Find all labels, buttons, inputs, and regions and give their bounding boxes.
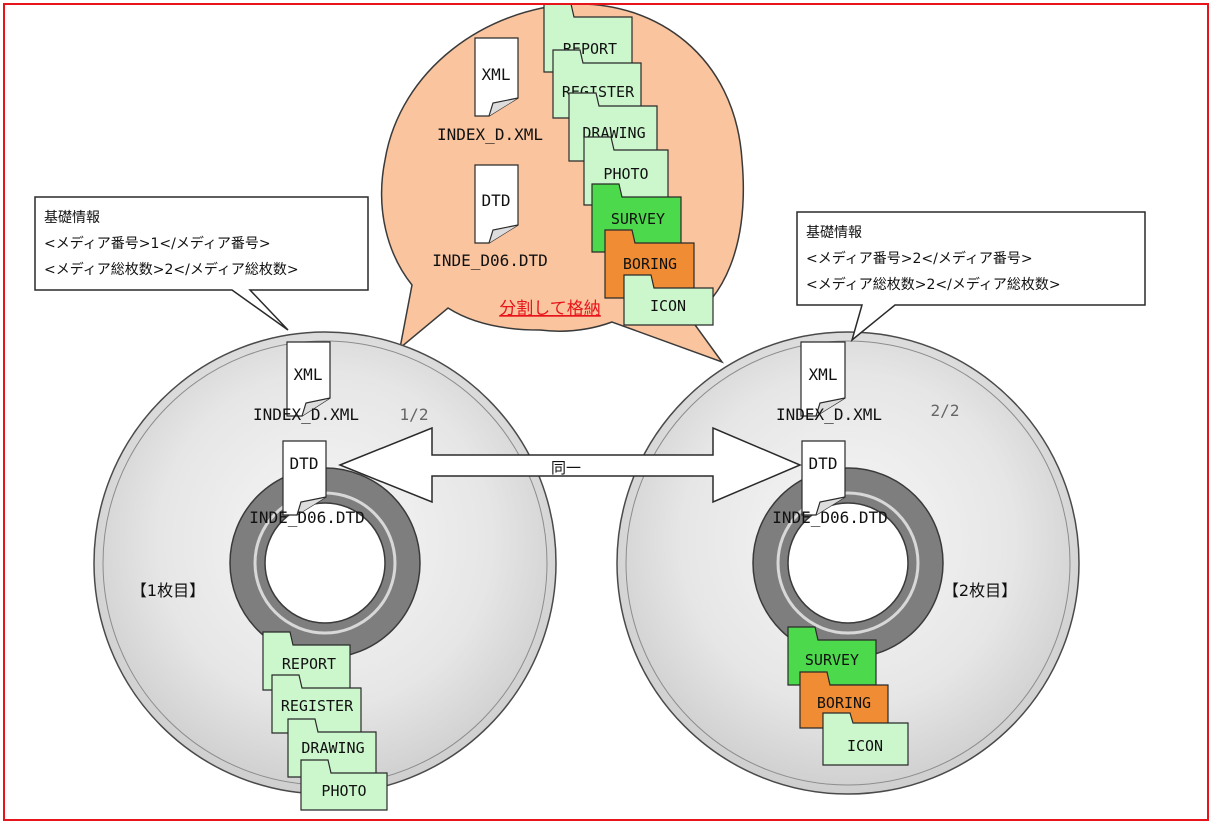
disc-2-hole bbox=[787, 502, 909, 624]
bubble-xml-icon-label: XML bbox=[482, 65, 511, 84]
disc-2-folder-icon: ICON bbox=[822, 712, 909, 766]
folder-label: SURVEY bbox=[611, 210, 665, 228]
disc-2-xml-filename: INDEX_D.XML bbox=[776, 405, 882, 424]
disc-1 bbox=[93, 331, 557, 795]
page-fold-icon bbox=[488, 97, 519, 117]
disc-2-dtd-icon-label: DTD bbox=[809, 454, 838, 473]
identical-arrow: 同一 bbox=[337, 426, 802, 504]
disc-1-xml-icon-label: XML bbox=[294, 365, 323, 384]
folder-icon bbox=[623, 274, 714, 326]
disc-2-xml-icon-label: XML bbox=[809, 365, 838, 384]
folder-label: REGISTER bbox=[281, 697, 354, 715]
disc-2-dtd-filename: INDE_D06.DTD bbox=[772, 508, 888, 527]
folder-label: ICON bbox=[847, 737, 883, 755]
page-fold-icon bbox=[488, 224, 519, 244]
disc-1-dtd-icon-label: DTD bbox=[290, 454, 319, 473]
info-left-line1: <メディア番号>1</メディア番号> bbox=[44, 235, 271, 252]
page-fold-icon bbox=[815, 496, 846, 516]
page-fold-icon bbox=[815, 397, 846, 417]
disc-2-hub-ring bbox=[776, 491, 920, 635]
info-box-right-shape bbox=[796, 211, 1146, 343]
folder-label: BORING bbox=[817, 694, 871, 712]
folder-label: SURVEY bbox=[805, 651, 859, 669]
folder-icon bbox=[799, 671, 889, 729]
disc-1-dtd-filename: INDE_D06.DTD bbox=[249, 508, 365, 527]
page-fold-icon bbox=[301, 397, 331, 417]
disc-1-files: XML INDEX_D.XML 1/2 DTD INDE_D06.DTD 【1枚… bbox=[131, 341, 429, 811]
split-caption: 分割して格納 bbox=[499, 299, 601, 319]
info-left-title: 基礎情報 bbox=[44, 209, 100, 226]
disc-1-hole bbox=[264, 502, 386, 624]
folder-icon bbox=[300, 759, 388, 811]
disc-2-label: 【2枚目】 bbox=[943, 581, 1017, 600]
double-arrow-shape bbox=[337, 426, 802, 504]
disc-1-page-number: 1/2 bbox=[400, 405, 429, 424]
info-box-left: 基礎情報 <メディア番号>1</メディア番号> <メディア総枚数>2</メディア… bbox=[34, 196, 369, 331]
folder-label: PHOTO bbox=[321, 782, 366, 800]
disc-2-files: XML INDEX_D.XML 2/2 DTD INDE_D06.DTD 【2枚… bbox=[772, 341, 1017, 766]
info-box-right: 基礎情報 <メディア番号>2</メディア番号> <メディア総枚数>2</メディア… bbox=[796, 211, 1146, 343]
bubble-dtd-filename: INDE_D06.DTD bbox=[432, 251, 548, 270]
info-box-left-shape bbox=[34, 196, 369, 331]
info-left-line2: <メディア総枚数>2</メディア総枚数> bbox=[44, 261, 299, 278]
arrow-label: 同一 bbox=[551, 459, 581, 477]
folder-label: ICON bbox=[650, 297, 686, 315]
folder-icon-folder: ICON bbox=[623, 274, 714, 326]
info-right-title: 基礎情報 bbox=[806, 224, 862, 241]
folder-label: DRAWING bbox=[301, 739, 364, 757]
folder-label: BORING bbox=[623, 255, 677, 273]
disc-1-xml-filename: INDEX_D.XML bbox=[253, 405, 359, 424]
folder-label: REPORT bbox=[282, 655, 336, 673]
disc-1-folder-photo: PHOTO bbox=[300, 759, 388, 811]
disc-2-folder-boring: BORING bbox=[799, 671, 889, 729]
folder-icon bbox=[822, 712, 909, 766]
info-right-line2: <メディア総枚数>2</メディア総枚数> bbox=[806, 276, 1061, 293]
bubble-xml-filename: INDEX_D.XML bbox=[437, 125, 543, 144]
disc-2-folder-survey: SURVEY bbox=[787, 626, 877, 686]
folder-label: PHOTO bbox=[603, 165, 648, 183]
folder-icon bbox=[787, 626, 877, 686]
bubble-dtd-icon-label: DTD bbox=[482, 191, 511, 210]
disc-2-rim bbox=[625, 340, 1071, 786]
page-fold-icon bbox=[296, 496, 327, 516]
disc-1-label: 【1枚目】 bbox=[131, 581, 205, 600]
bubble-files: XML INDEX_D.XML DTD INDE_D06.DTD 分割して格納 … bbox=[432, 3, 714, 326]
disc-2-page-number: 2/2 bbox=[931, 401, 960, 420]
info-right-line1: <メディア番号>2</メディア番号> bbox=[806, 250, 1033, 267]
